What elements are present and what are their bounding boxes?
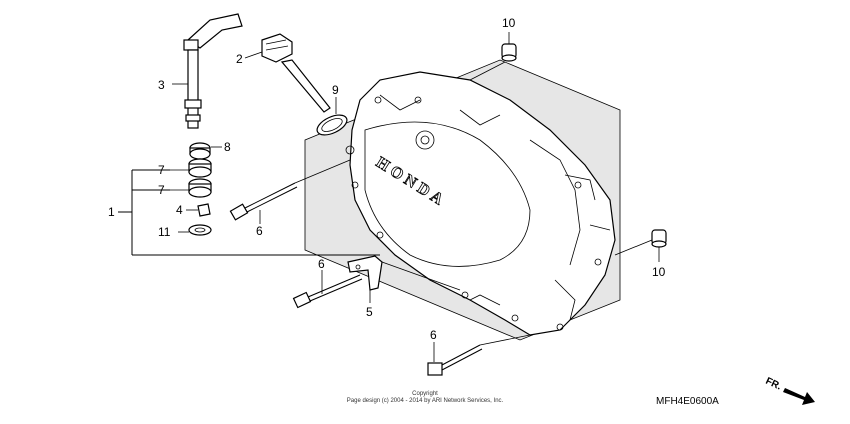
callout-11: 11 bbox=[158, 225, 171, 239]
copyright-line-1: Copyright bbox=[412, 391, 438, 397]
callout-8: 8 bbox=[224, 140, 231, 154]
bolt-6-middle[interactable] bbox=[292, 274, 363, 309]
callout-3: 3 bbox=[158, 78, 165, 92]
bolt-6-lower[interactable] bbox=[427, 344, 483, 376]
callout-1: 1 bbox=[108, 205, 115, 219]
oil-seal-8[interactable] bbox=[189, 142, 211, 160]
callout-6-middle: 6 bbox=[318, 257, 325, 271]
callout-5: 5 bbox=[366, 305, 373, 319]
clip-4[interactable] bbox=[197, 203, 211, 217]
diagram-code: MFH4E0600A bbox=[656, 396, 719, 407]
callout-4: 4 bbox=[176, 203, 183, 217]
callout-6-upper: 6 bbox=[256, 224, 263, 238]
group-bracket-1 bbox=[118, 169, 380, 256]
direction-label: FR. bbox=[764, 376, 783, 393]
washer-11[interactable] bbox=[188, 224, 212, 236]
crankcase-cover[interactable]: HONDA bbox=[345, 71, 616, 336]
callout-10-right: 10 bbox=[652, 265, 666, 279]
shift-spindle[interactable] bbox=[183, 13, 243, 129]
o-ring[interactable] bbox=[314, 111, 350, 139]
callout-2: 2 bbox=[236, 52, 243, 66]
callout-9: 9 bbox=[332, 83, 339, 97]
callout-7-lower: 7 bbox=[158, 183, 165, 197]
oil-filler-cap[interactable] bbox=[261, 33, 331, 113]
callout-7-upper: 7 bbox=[158, 163, 165, 177]
bearing-upper[interactable] bbox=[188, 158, 212, 178]
dowel-pin-top[interactable] bbox=[501, 43, 517, 62]
front-direction-arrow-icon: FR. bbox=[764, 376, 815, 405]
bearing-lower[interactable] bbox=[188, 178, 212, 198]
cable-bracket-5[interactable] bbox=[347, 255, 383, 291]
callout-6-lower: 6 bbox=[430, 328, 437, 342]
callout-10-top: 10 bbox=[502, 16, 516, 30]
dowel-pin-right[interactable] bbox=[651, 229, 667, 248]
bolt-6-upper[interactable] bbox=[229, 182, 298, 221]
copyright-line-2: Page design (c) 2004 - 2014 by ARI Netwo… bbox=[347, 398, 504, 404]
